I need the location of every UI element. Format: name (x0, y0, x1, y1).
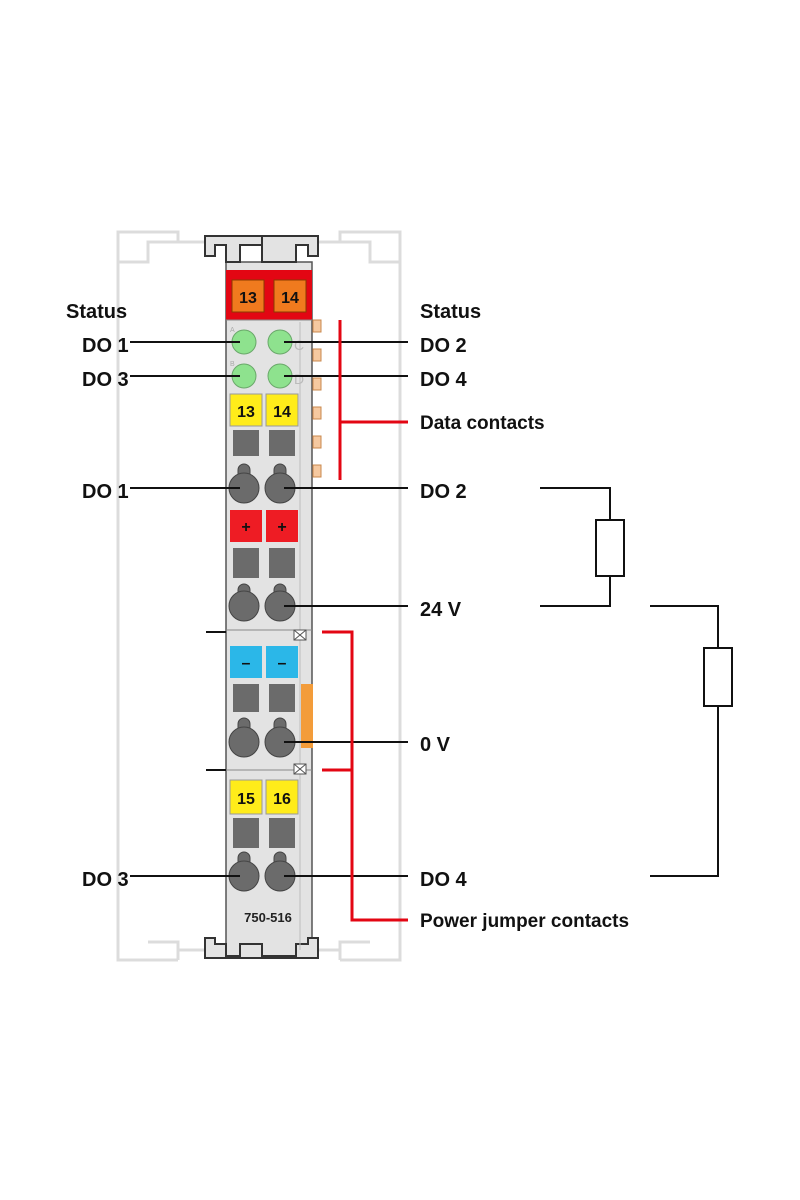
top-marker-14: 14 (273, 279, 307, 313)
led-b: B (230, 361, 257, 389)
blue-minus-marker-2: – (266, 646, 298, 678)
top-marker-13: 13 (231, 279, 265, 313)
red-plus-marker-2-text: + (277, 519, 286, 536)
red-plus-marker-1: + (230, 510, 262, 542)
data-contact-tabs (312, 319, 322, 478)
led-b-letter: B (230, 361, 235, 368)
red-plus-marker-1-text: + (241, 519, 250, 536)
status-label-left: Status (66, 301, 127, 323)
yellow-marker-15-text: 15 (237, 791, 255, 808)
load-circuit-1 (540, 487, 625, 607)
din-rail-outline (116, 230, 402, 962)
led-c-letter: C (294, 337, 304, 353)
yellow-marker-13: 13 (229, 393, 263, 427)
led-label-do3: DO 3 (82, 369, 129, 391)
led-label-do4: DO 4 (420, 369, 468, 391)
clamp-do1 (228, 463, 260, 504)
blue-minus-marker-1-text: – (242, 655, 251, 672)
release-buttons-1 (233, 430, 295, 456)
top-marker-13-text: 13 (239, 290, 257, 307)
top-marker-14-text: 14 (281, 290, 299, 307)
power-jumper-contact-markers (293, 629, 307, 775)
led-label-do1: DO 1 (82, 335, 129, 357)
led-c: C (267, 329, 304, 355)
power-jumper-contact-bar (301, 684, 313, 748)
release-buttons-4 (233, 818, 295, 848)
yellow-marker-14: 14 (265, 393, 299, 427)
red-plus-marker-2: + (266, 510, 298, 542)
yellow-marker-15: 15 (229, 779, 263, 815)
leader-lines (130, 341, 408, 877)
release-buttons-3 (233, 684, 295, 712)
led-a-letter: A (230, 327, 235, 334)
clamp-0v-right (264, 717, 296, 758)
power-jumper-bracket (322, 630, 408, 922)
blue-minus-marker-2-text: – (278, 655, 287, 672)
release-buttons-2 (233, 548, 295, 578)
data-contacts-bracket (338, 320, 408, 480)
led-d-letter: D (294, 371, 304, 387)
terminal-label-0v: 0 V (420, 734, 451, 756)
yellow-marker-16: 16 (265, 779, 299, 815)
yellow-marker-13-text: 13 (237, 404, 255, 421)
clamp-24v-right (264, 583, 296, 622)
clamp-0v-left (228, 717, 260, 758)
terminal-label-do1: DO 1 (82, 481, 129, 503)
clamp-24v-left (228, 583, 260, 622)
yellow-marker-14-text: 14 (273, 404, 291, 421)
power-jumper-contacts-label: Power jumper contacts (420, 911, 629, 932)
terminal-label-24v: 24 V (420, 599, 462, 621)
led-label-do2: DO 2 (420, 335, 467, 357)
model-number: 750-516 (244, 910, 292, 925)
terminal-label-do2: DO 2 (420, 481, 467, 503)
status-label-right: Status (420, 301, 481, 323)
data-contacts-label: Data contacts (420, 413, 545, 434)
load-circuit-2 (650, 605, 733, 877)
terminal-label-do3: DO 3 (82, 869, 129, 891)
blue-minus-marker-1: – (230, 646, 262, 678)
yellow-marker-16-text: 16 (273, 791, 291, 808)
terminal-label-do4: DO 4 (420, 869, 468, 891)
clamp-do3 (228, 851, 260, 892)
